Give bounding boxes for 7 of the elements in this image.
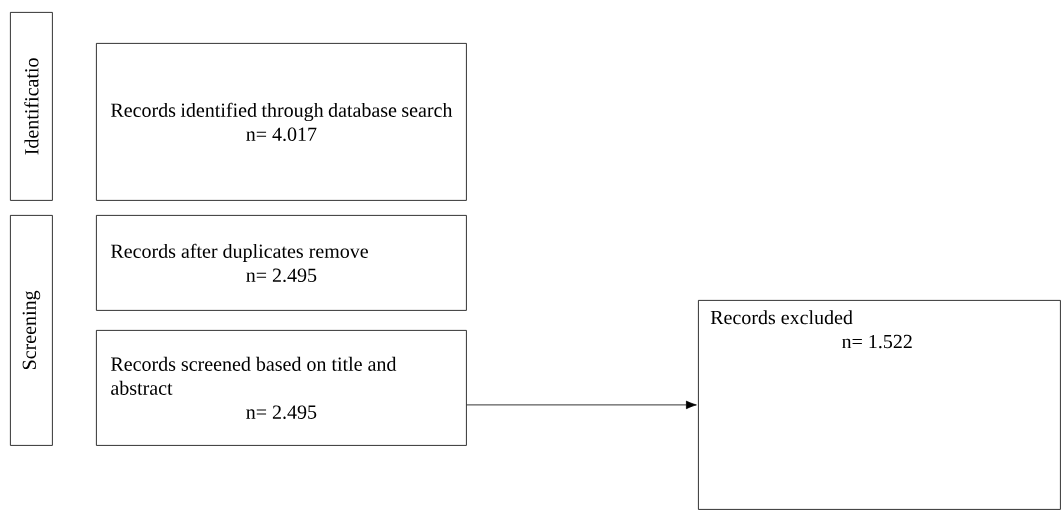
process-box: Records excluded n= 1.522: [698, 300, 1061, 510]
process-box: Records after duplicates remove n= 2.495: [96, 215, 467, 311]
arrow: [466, 400, 697, 410]
process-box: Records screened based on title and abstract n= 2.495: [96, 330, 467, 446]
side-label-box: Identificatio: [10, 12, 53, 201]
process-box: Records identified through database search n= 4.017: [96, 43, 467, 201]
side-label-box: Screening: [10, 215, 53, 446]
